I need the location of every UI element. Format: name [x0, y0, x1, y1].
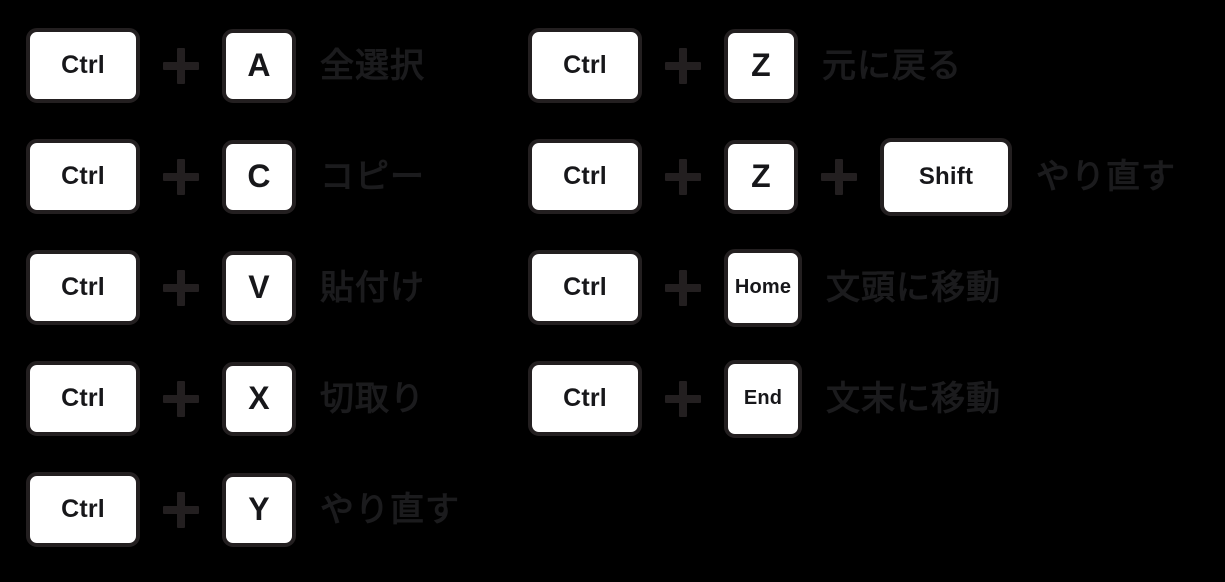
keycap[interactable]: Ctrl: [26, 28, 140, 103]
shortcut-row: Ctrl Y やり直す: [0, 454, 460, 565]
keycap[interactable]: Ctrl: [528, 28, 642, 103]
keycap[interactable]: Ctrl: [528, 250, 642, 325]
shortcut-row: Ctrl A 全選択: [0, 10, 425, 121]
keycap[interactable]: End: [724, 359, 802, 438]
plus-icon: [663, 268, 703, 308]
keycap[interactable]: Z: [724, 139, 798, 214]
plus-icon: [161, 157, 201, 197]
plus-icon: [161, 268, 201, 308]
shortcut-row: Ctrl V 貼付け: [0, 232, 425, 343]
shortcut-action-label: 文末に移動: [826, 379, 1001, 418]
plus-icon: [663, 46, 703, 86]
shortcut-action-label: 元に戻る: [822, 46, 962, 85]
keycap[interactable]: Y: [222, 472, 296, 547]
keycap[interactable]: Shift: [880, 137, 1012, 216]
keycap[interactable]: Ctrl: [528, 139, 642, 214]
shortcut-row: Ctrl Z 元に戻る: [500, 10, 962, 121]
shortcut-action-label: 全選択: [320, 46, 425, 85]
keycap[interactable]: Z: [724, 28, 798, 103]
plus-icon: [161, 46, 201, 86]
shortcut-action-label: 貼付け: [320, 268, 425, 307]
shortcut-action-label: 文頭に移動: [826, 268, 1001, 307]
shortcut-row: Ctrl Z Shift やり直す: [500, 121, 1176, 232]
plus-icon: [819, 157, 859, 197]
keycap[interactable]: Ctrl: [26, 361, 140, 436]
shortcut-action-label: コピー: [320, 157, 425, 196]
keycap[interactable]: Ctrl: [26, 472, 140, 547]
keycap[interactable]: A: [222, 28, 296, 103]
shortcut-row: Ctrl C コピー: [0, 121, 425, 232]
plus-icon: [663, 157, 703, 197]
plus-icon: [161, 490, 201, 530]
keycap[interactable]: V: [222, 250, 296, 325]
keycap[interactable]: Ctrl: [26, 139, 140, 214]
keycap[interactable]: Ctrl: [26, 250, 140, 325]
keycap[interactable]: C: [222, 139, 296, 214]
shortcut-row: Ctrl End 文末に移動: [500, 343, 1001, 454]
keycap[interactable]: Ctrl: [528, 361, 642, 436]
plus-icon: [161, 379, 201, 419]
plus-icon: [663, 379, 703, 419]
keycap[interactable]: X: [222, 361, 296, 436]
shortcut-action-label: 切取り: [320, 379, 425, 418]
shortcut-row: Ctrl Home 文頭に移動: [500, 232, 1001, 343]
shortcut-action-label: やり直す: [1036, 157, 1176, 196]
keycap[interactable]: Home: [724, 248, 802, 327]
shortcut-action-label: やり直す: [320, 490, 460, 529]
shortcut-row: Ctrl X 切取り: [0, 343, 425, 454]
